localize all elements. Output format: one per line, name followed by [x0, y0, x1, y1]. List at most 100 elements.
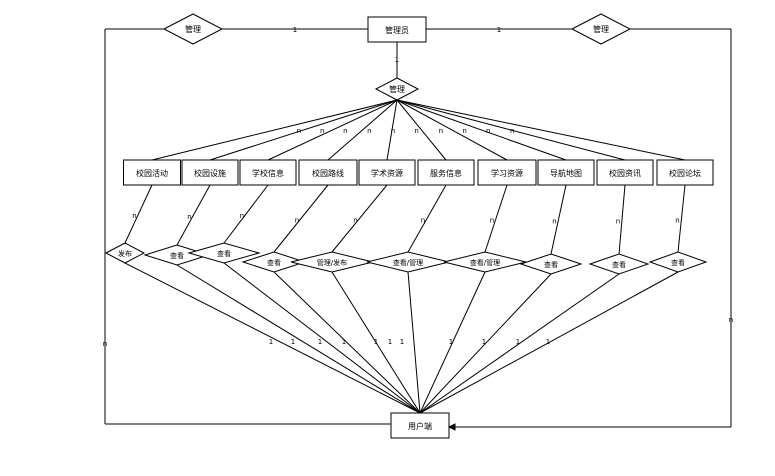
edge-entity-relation	[273, 184, 329, 253]
manage-center-label: 管理	[389, 84, 405, 94]
card-center-entity: n	[297, 127, 301, 135]
entity: 校园路线	[298, 159, 358, 186]
edge-center-entity	[396, 99, 626, 161]
entity-label: 校园活动	[136, 168, 168, 178]
card-entity-relation: n	[675, 217, 679, 225]
card-entity-relation: n	[295, 217, 299, 225]
entity: 服务信息	[417, 159, 475, 186]
user-relation-label: 查看	[671, 258, 685, 267]
entity: 导航地图	[537, 159, 595, 186]
edge-relation-user	[419, 273, 620, 414]
card-relation-user: 1	[546, 338, 550, 346]
entity-label: 校园设施	[194, 168, 226, 178]
entity-label: 服务信息	[430, 168, 462, 178]
user-relation: 管理/发布	[290, 251, 374, 273]
card-entity-relation: n	[353, 217, 357, 225]
entity: 校园资讯	[596, 159, 654, 186]
user-relation-label: 查看/管理	[393, 258, 423, 267]
card-relation-user: 1	[388, 338, 392, 346]
edge-center-entity	[396, 99, 508, 161]
card-center-entity: n	[391, 127, 395, 135]
user-relation-label: 管理/发布	[317, 258, 347, 267]
edge-entity-relation	[618, 184, 626, 255]
card-relation-user: 1	[318, 338, 322, 346]
user-relation: 查看	[588, 253, 650, 275]
user-entity: 用户端	[390, 412, 450, 439]
user-relation: 查看/管理	[443, 251, 527, 273]
card-center-entity: n	[439, 127, 443, 135]
edge-entity-relation	[407, 184, 447, 253]
card-left-loop: n	[103, 340, 107, 348]
manage-left-relation: 管理	[162, 13, 224, 45]
edge-entity-relation	[124, 184, 153, 244]
edge-relation-user	[176, 264, 421, 414]
entity-label: 校园资讯	[609, 168, 641, 178]
user-relation-label: 查看	[612, 260, 626, 269]
manage-right-relation: 管理	[570, 13, 632, 45]
user-relation-label: 发布	[118, 249, 132, 258]
edge-relation-user	[273, 271, 421, 414]
card-center-entity: n	[462, 127, 466, 135]
card-entity-relation: n	[187, 213, 191, 221]
card-entity-relation: n	[490, 217, 494, 225]
user-relation-label: 查看/管理	[470, 258, 500, 267]
edge-center-entity	[396, 99, 686, 161]
edge-relation-user	[331, 271, 421, 414]
edge-center-entity	[396, 99, 567, 161]
card-admin-right: 1	[497, 26, 501, 34]
user-relation: 查看	[187, 242, 261, 264]
entity: 校园论坛	[656, 159, 714, 186]
arrow-icon	[447, 423, 456, 431]
card-center-entity: n	[510, 127, 514, 135]
entity-label: 导航地图	[550, 168, 582, 178]
card-entity-relation: n	[616, 218, 620, 226]
edge-relation-user	[419, 271, 679, 414]
edge-relation-user	[223, 262, 421, 414]
edge-entity-relation	[677, 184, 686, 253]
edge-center-entity	[396, 99, 447, 161]
card-center-entity: n	[367, 127, 371, 135]
user-relation: 查看	[648, 251, 708, 273]
edge-center-entity	[151, 99, 398, 161]
card-admin-left: 1	[293, 26, 297, 34]
card-entity-relation: n	[421, 217, 425, 225]
card-entity-relation: n	[552, 218, 556, 226]
card-relation-user: 1	[516, 338, 520, 346]
card-relation-user: 1	[291, 338, 295, 346]
edge-center-entity	[386, 99, 398, 161]
user-label: 用户端	[408, 421, 432, 431]
edge-entity-relation	[331, 184, 388, 253]
card-center-entity: n	[343, 127, 347, 135]
user-relation: 查看/管理	[366, 251, 450, 273]
card-center-entity: n	[486, 127, 490, 135]
card-relation-user: 1	[269, 338, 273, 346]
entity-label: 校园路线	[312, 168, 344, 178]
user-relation-label: 查看	[170, 251, 184, 260]
card-relation-user: 1	[374, 338, 378, 346]
edge-entity-relation	[176, 184, 211, 246]
card-entity-relation: n	[240, 212, 244, 220]
admin-entity: 管理员	[367, 16, 427, 43]
user-relation: 发布	[104, 242, 146, 264]
edge-center-entity	[267, 99, 398, 161]
edge-relation-user	[124, 262, 421, 414]
card-relation-user: 1	[400, 338, 404, 346]
card-relation-user: 1	[342, 338, 346, 346]
user-relation: 查看	[519, 253, 583, 275]
user-relation-label: 查看	[544, 260, 558, 269]
entity: 校园活动	[123, 159, 181, 186]
card-relation-user: 1	[482, 338, 486, 346]
edge-entity-relation	[223, 184, 269, 244]
entity-label: 校园论坛	[669, 168, 701, 178]
card-admin-center: 1	[395, 56, 399, 64]
edge-relation-user	[407, 271, 421, 414]
card-right-loop: n	[729, 316, 733, 324]
entity-label: 学术资源	[371, 168, 403, 178]
edge-entity-relation	[484, 184, 508, 253]
entity-label: 学校信息	[252, 168, 284, 178]
manage-left-label: 管理	[185, 24, 201, 34]
edge-center-entity	[327, 99, 398, 161]
edge-relation-user	[419, 271, 486, 414]
manage-right-label: 管理	[593, 24, 609, 34]
